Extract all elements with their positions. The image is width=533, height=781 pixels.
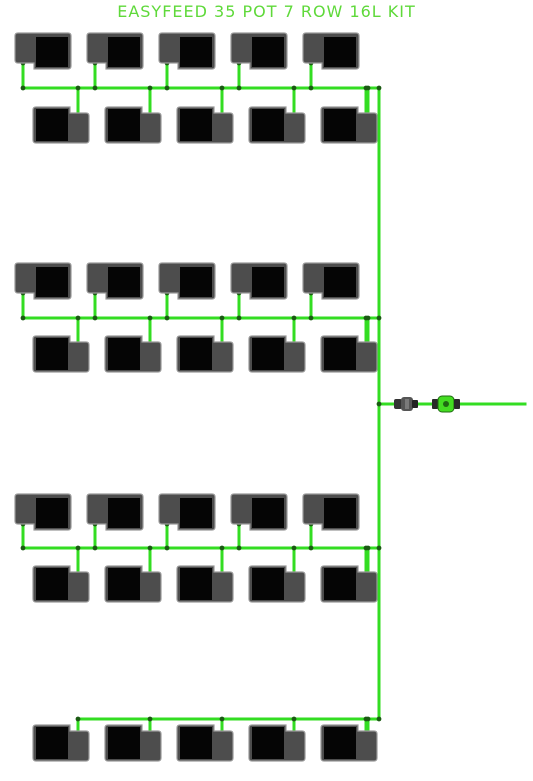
pot (248, 565, 306, 603)
pot (32, 724, 90, 762)
pot (248, 335, 306, 373)
tube-joint (219, 315, 225, 321)
tube-joint (219, 545, 225, 551)
tube-joint (219, 85, 225, 91)
pot (230, 32, 288, 70)
pot (86, 493, 144, 531)
tube-joint (291, 85, 297, 91)
pot (176, 565, 234, 603)
pot (104, 335, 162, 373)
tube-joint (147, 545, 153, 551)
tube-joint (164, 545, 170, 551)
pot (14, 262, 72, 300)
tube-joint (164, 315, 170, 321)
pot (302, 493, 360, 531)
tube-joint (363, 545, 369, 551)
tube-joint (376, 545, 382, 551)
tube-joint (236, 315, 242, 321)
pot (176, 106, 234, 144)
pot (32, 335, 90, 373)
pot (104, 106, 162, 144)
tube-joint (291, 315, 297, 321)
tube-joint (92, 315, 98, 321)
tube-joint (308, 545, 314, 551)
shut-off-valve (432, 395, 460, 413)
pot (320, 106, 378, 144)
inline-connector (394, 397, 418, 411)
pot (248, 106, 306, 144)
tube-joint (236, 545, 242, 551)
tube-joint (75, 716, 81, 722)
tube-joint (164, 85, 170, 91)
pot (320, 335, 378, 373)
tube-joint (376, 315, 382, 321)
tube-joint (20, 315, 26, 321)
tube-joint (147, 716, 153, 722)
pot (158, 493, 216, 531)
tube-joint (92, 85, 98, 91)
pot (176, 724, 234, 762)
pot (320, 724, 378, 762)
pot (104, 565, 162, 603)
pot (230, 262, 288, 300)
tube-joint (236, 85, 242, 91)
tube-joint (147, 85, 153, 91)
tube-joint (363, 85, 369, 91)
tube-joint (75, 85, 81, 91)
pot (32, 106, 90, 144)
tube-joint (20, 85, 26, 91)
pot (302, 262, 360, 300)
pot (158, 32, 216, 70)
tube-joint (92, 545, 98, 551)
pot (86, 262, 144, 300)
tube-joint (376, 716, 382, 722)
tube-joint (219, 716, 225, 722)
tube-joint (308, 85, 314, 91)
tube-joint (363, 716, 369, 722)
tube-joint (308, 315, 314, 321)
pot (158, 262, 216, 300)
tube-joint (75, 315, 81, 321)
pot (14, 32, 72, 70)
tube-joint (291, 545, 297, 551)
tube-joint (363, 315, 369, 321)
pot (230, 493, 288, 531)
pot (104, 724, 162, 762)
pot (248, 724, 306, 762)
pot (176, 335, 234, 373)
pot (32, 565, 90, 603)
pot (320, 565, 378, 603)
diagram-title: EASYFEED 35 POT 7 ROW 16L KIT (117, 2, 416, 21)
pot (86, 32, 144, 70)
tube-joint (20, 545, 26, 551)
tube-joint (291, 716, 297, 722)
pot (14, 493, 72, 531)
tube-joint (147, 315, 153, 321)
pot (302, 32, 360, 70)
tube-joint (376, 85, 382, 91)
tube-joint (75, 545, 81, 551)
tube-joint (376, 401, 382, 407)
